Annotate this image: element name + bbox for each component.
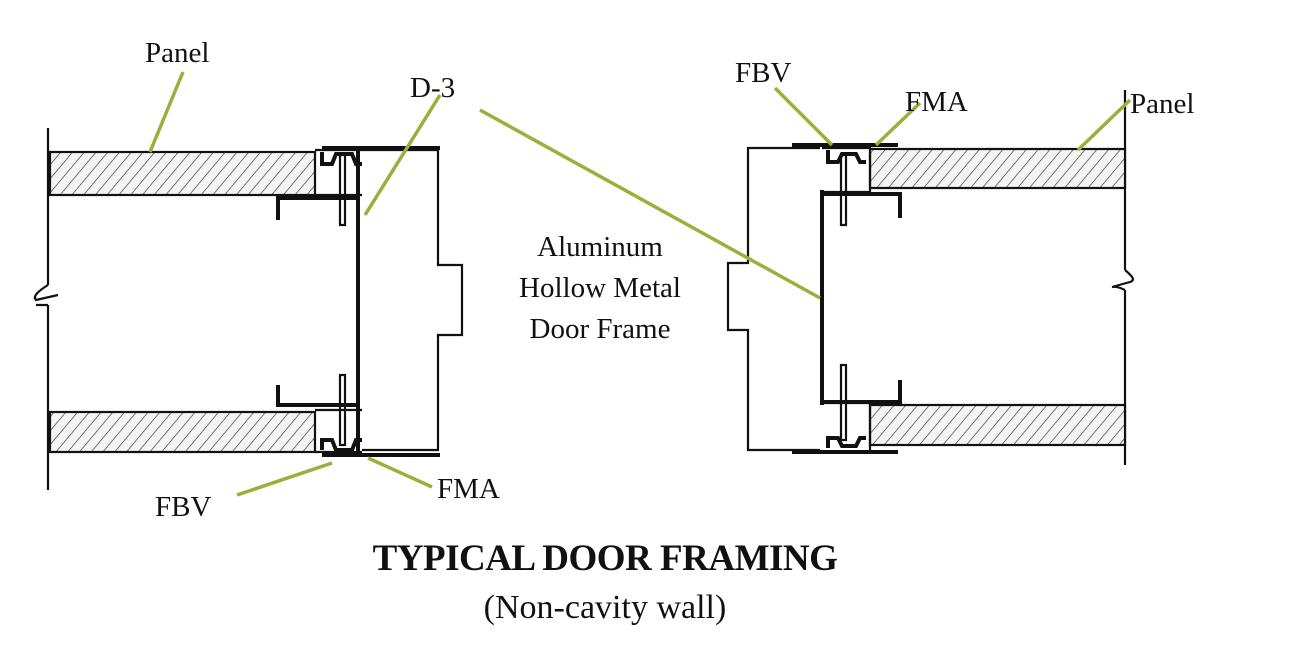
left-bottom-fastener: [338, 373, 347, 447]
left-trim: [322, 146, 440, 457]
right-door-frame: [726, 146, 820, 452]
label-fma-right: FMA: [905, 86, 968, 118]
left-wall-break: [33, 284, 59, 307]
right-top-panel: [868, 147, 1127, 190]
label-frame-line3: Door Frame: [530, 313, 671, 345]
label-fbv-right: FBV: [735, 57, 791, 89]
label-frame-line2: Hollow Metal: [519, 272, 681, 304]
right-wall-break: [1111, 269, 1134, 292]
left-door-frame: [362, 148, 464, 452]
label-frame-line1: Aluminum: [537, 231, 663, 263]
left-studs: [276, 196, 357, 407]
label-fma-left: FMA: [437, 473, 500, 505]
label-fbv-left: FBV: [155, 491, 211, 523]
leader-d3-left: [363, 94, 442, 216]
leader-fma-left: [367, 456, 433, 489]
diagram-subtitle: (Non-cavity wall): [484, 589, 727, 626]
leader-fma-right: [874, 101, 922, 147]
right-top-fastener: [839, 153, 848, 227]
label-d3: D-3: [410, 72, 455, 104]
right-studs: [824, 192, 902, 404]
left-framing-assembly: [33, 128, 464, 490]
left-top-panel: [48, 150, 317, 197]
right-trim: [792, 143, 898, 454]
right-bottom-panel: [868, 403, 1127, 447]
diagram-title: TYPICAL DOOR FRAMING: [373, 538, 838, 579]
label-panel-left: Panel: [145, 37, 209, 69]
leader-d3-right: [479, 108, 821, 300]
left-bottom-panel: [48, 410, 317, 454]
right-framing-assembly: [726, 90, 1134, 465]
leader-panel-left: [148, 71, 185, 153]
left-top-fastener: [338, 153, 347, 227]
right-bottom-fbv: [826, 436, 866, 448]
leader-lines: [148, 71, 1132, 497]
label-panel-right: Panel: [1130, 88, 1194, 120]
leader-fbv-right: [773, 86, 834, 147]
leader-panel-right: [1076, 98, 1132, 152]
leader-fbv-left: [236, 461, 333, 497]
